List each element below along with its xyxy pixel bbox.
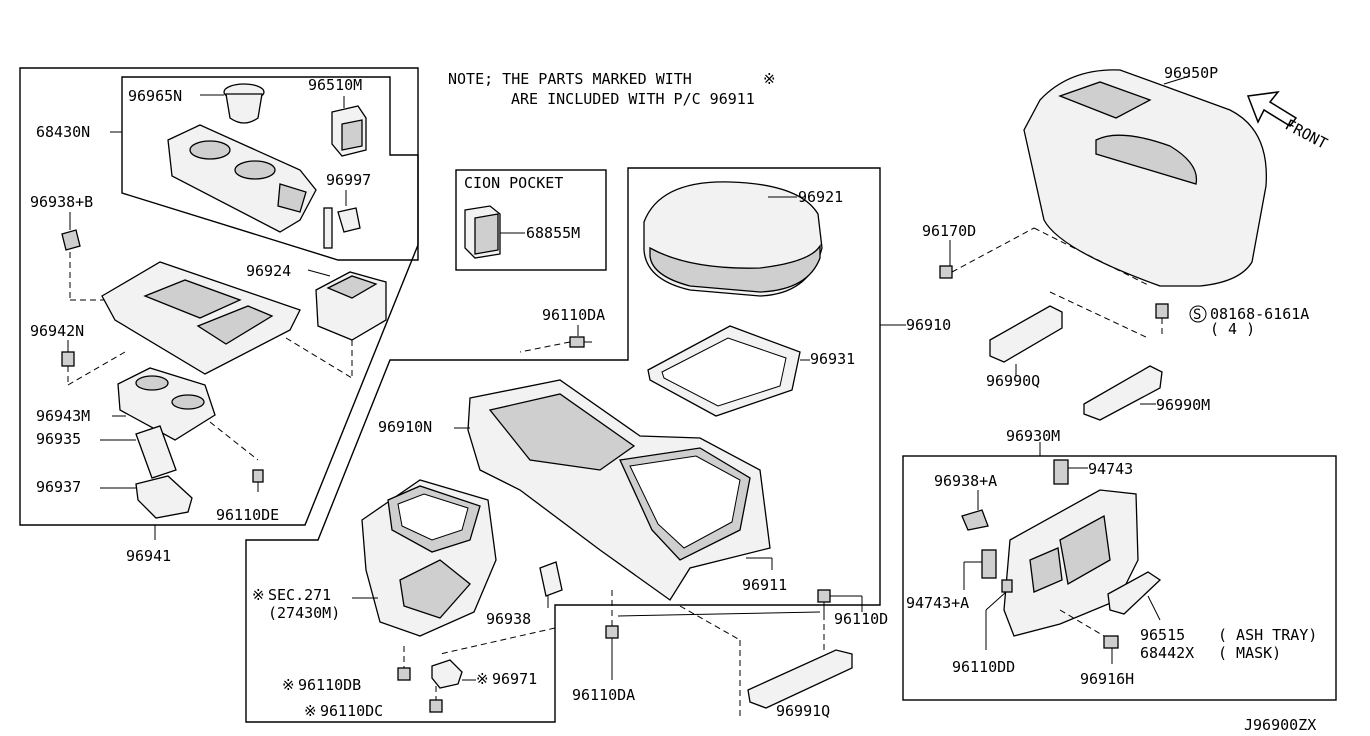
label-96990Q: 96990Q: [986, 372, 1040, 390]
mark-sec271: ※: [252, 586, 265, 604]
label-96170D: 96170D: [922, 222, 976, 240]
cion-pocket-title: CION POCKET: [464, 174, 563, 192]
armrest-96950P-drawing: [1023, 69, 1268, 287]
cupholder-subgroup-frame: [121, 76, 419, 261]
label-sec271: SEC.271: [268, 586, 331, 604]
note-line-1: NOTE; THE PARTS MARKED WITH: [448, 70, 692, 88]
mark-96971: ※: [476, 670, 489, 688]
cupholder-tray-drawing: [167, 124, 317, 233]
label-96110DC: 96110DC: [320, 702, 383, 720]
console-body-96910N-drawing: [467, 379, 771, 601]
clip-96942N-drawing: [61, 351, 75, 367]
note-mark: ※: [763, 70, 776, 88]
label-96942N: 96942N: [30, 322, 84, 340]
label-96930M: 96930M: [1006, 427, 1060, 445]
label-96941: 96941: [126, 547, 171, 565]
label-08168-circle: S: [1193, 307, 1201, 323]
front-label: FRONT: [1282, 116, 1330, 153]
label-96916H: 96916H: [1080, 670, 1134, 688]
label-96943M: 96943M: [36, 407, 90, 425]
label-96110DD: 96110DD: [952, 658, 1015, 676]
bolt-08168-drawing: [1155, 303, 1169, 319]
center-console-frame: [245, 167, 881, 723]
screw-96170D-drawing: [939, 265, 953, 279]
label-96515: 96515: [1140, 626, 1185, 644]
cup-holder-cup-drawing: [223, 83, 265, 124]
front-arrow-icon: [1246, 91, 1298, 127]
clip-96938A-drawing: [961, 509, 989, 531]
label-96931: 96931: [810, 350, 855, 368]
label-96937: 96937: [36, 478, 81, 496]
bracket-96937-drawing: [135, 475, 193, 519]
storage-box-96924-drawing: [315, 271, 387, 341]
screw-96110DD-drawing: [1001, 579, 1013, 593]
label-68855M: 68855M: [526, 224, 580, 242]
shift-assembly-drawing: [361, 479, 497, 637]
label-96924: 96924: [246, 262, 291, 280]
label-96911: 96911: [742, 576, 787, 594]
label-96110D: 96110D: [834, 610, 888, 628]
frame-96931-drawing: [647, 325, 801, 417]
cion-pocket-part-drawing: [464, 205, 501, 259]
label-08168-qty: ( 4 ): [1210, 320, 1255, 338]
mark-96110DC: ※: [304, 702, 317, 720]
cion-pocket-frame: [455, 169, 607, 271]
label-08168: 08168-6161A: [1210, 305, 1309, 323]
boot-96935-drawing: [135, 425, 177, 479]
clip-96938B-drawing: [61, 229, 81, 251]
screw-96110DA-top-drawing: [569, 336, 592, 348]
label-96510M: 96510M: [308, 76, 362, 94]
bracket-96938-drawing: [539, 561, 563, 597]
label-96921: 96921: [798, 188, 843, 206]
bracket-96991Q-drawing: [747, 649, 853, 709]
label-96938A: 96938+A: [934, 472, 997, 490]
label-96938B: 96938+B: [30, 193, 93, 211]
left-group-frame: [19, 67, 419, 526]
label-96910: 96910: [906, 316, 951, 334]
label-96110DA-bottom: 96110DA: [572, 686, 635, 704]
screw-96110DB-drawing: [397, 667, 411, 681]
bulb-96997-drawing: [323, 207, 361, 249]
label-96515-desc: ( ASH TRAY): [1218, 626, 1317, 644]
label-94743A: 94743+A: [906, 594, 969, 612]
label-96991Q: 96991Q: [776, 702, 830, 720]
label-68442X-desc: ( MASK): [1218, 644, 1281, 662]
console-finisher-drawing: [101, 261, 301, 375]
label-68442X: 68442X: [1140, 644, 1194, 662]
label-96950P: 96950P: [1164, 64, 1218, 82]
note-line-2: ARE INCLUDED WITH P/C 96911: [511, 90, 755, 108]
switch-96971-drawing: [431, 659, 463, 689]
label-96110DA-top: 96110DA: [542, 306, 605, 324]
bulb-94743A-drawing: [981, 549, 997, 579]
label-96938: 96938: [486, 610, 531, 628]
bulb-94743-drawing: [1053, 459, 1069, 485]
screw-96110DA-bottom-drawing: [605, 625, 619, 639]
diagram-code: J96900ZX: [1244, 716, 1316, 734]
finisher-group-frame: [902, 455, 1337, 701]
bracket-96990Q-drawing: [989, 305, 1063, 363]
screw-96110DC-drawing: [429, 699, 443, 713]
label-96935: 96935: [36, 430, 81, 448]
label-96997: 96997: [326, 171, 371, 189]
finisher-panel-drawing: [1003, 489, 1139, 637]
cupholder-base-96943M-drawing: [117, 367, 216, 441]
lid-96921-drawing: [643, 181, 823, 297]
label-sec271-part: (27430M): [268, 604, 340, 622]
label-96910N: 96910N: [378, 418, 432, 436]
label-96965N: 96965N: [128, 87, 182, 105]
label-96971: 96971: [492, 670, 537, 688]
ash-tray-drawing: [1107, 571, 1162, 615]
label-68430N: 68430N: [36, 123, 90, 141]
label-96110DE: 96110DE: [216, 506, 279, 524]
switch-96510M-drawing: [331, 105, 367, 157]
label-96110DB: 96110DB: [298, 676, 361, 694]
screw-96110DE-drawing: [252, 469, 264, 492]
mark-96110DB: ※: [282, 676, 295, 694]
label-94743: 94743: [1088, 460, 1133, 478]
clip-96916H-drawing: [1103, 635, 1119, 649]
label-96990M: 96990M: [1156, 396, 1210, 414]
bracket-96990M-drawing: [1083, 365, 1163, 421]
